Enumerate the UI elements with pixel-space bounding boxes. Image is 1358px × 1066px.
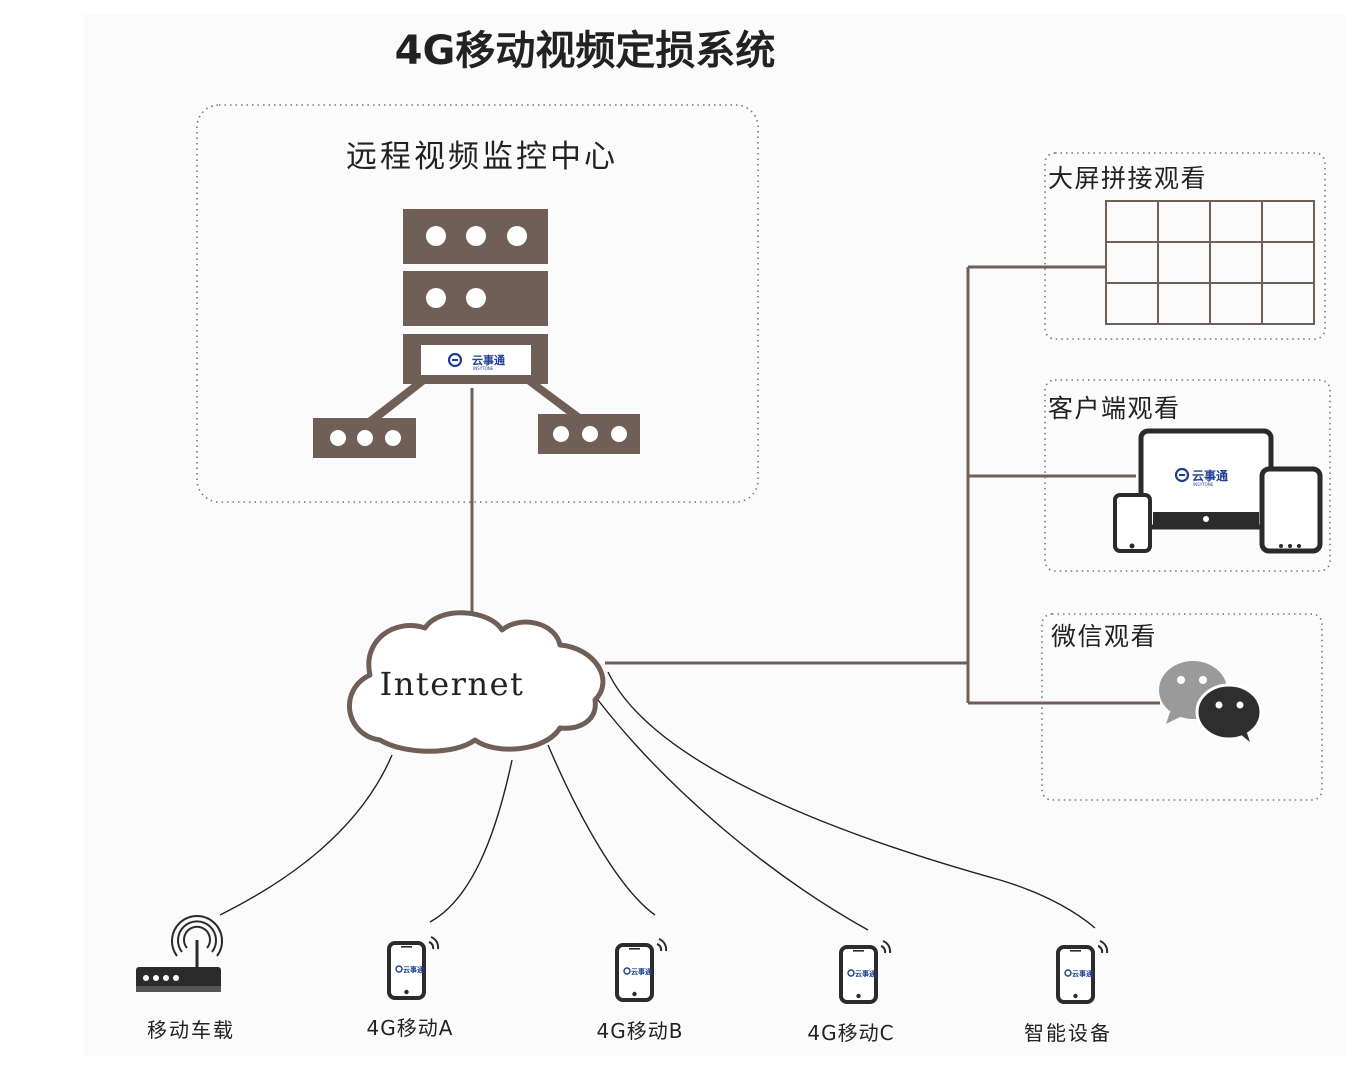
device-label-4g-c: 4G移动C bbox=[807, 1021, 894, 1045]
phone-logo-text: 云事通 bbox=[631, 967, 653, 976]
router-icon bbox=[136, 915, 223, 992]
multi-device-icon: 云事通 INSYTONE bbox=[1113, 428, 1323, 554]
phone-logo-text: 云事通 bbox=[855, 969, 877, 978]
server-logo-text: 云事通 bbox=[472, 353, 505, 367]
phone-logo-text: 云事通 bbox=[403, 965, 425, 974]
server-icon: 云事通 INSYTONE bbox=[313, 209, 640, 458]
client-view-label: 客户端观看 bbox=[1048, 394, 1181, 423]
internet-label: Internet bbox=[380, 665, 525, 703]
phone-logo-text: 云事通 bbox=[1072, 969, 1094, 978]
diagram-title: 4G移动视频定损系统 bbox=[395, 28, 776, 74]
client-view-box bbox=[1044, 379, 1331, 572]
device-label-4g-a: 4G移动A bbox=[367, 1016, 454, 1040]
video-wall-box bbox=[1044, 152, 1326, 340]
output-bus-lines bbox=[605, 265, 1160, 705]
video-wall-icon bbox=[1105, 200, 1315, 325]
phone-icon: 云事通 bbox=[1056, 940, 1109, 1004]
monitoring-center-box bbox=[196, 104, 759, 503]
phone-devices: 云事通 云事通 云事通 云事通 bbox=[387, 936, 1109, 1004]
phone-icon: 云事通 bbox=[839, 940, 892, 1004]
wechat-view-box bbox=[1041, 613, 1323, 801]
wechat-view-label: 微信观看 bbox=[1051, 622, 1157, 651]
wechat-icon bbox=[1159, 661, 1263, 742]
monitoring-center-label: 远程视频监控中心 bbox=[346, 139, 618, 175]
device-label-vehicle: 移动车载 bbox=[147, 1018, 235, 1042]
device-label-4g-b: 4G移动B bbox=[597, 1019, 684, 1043]
phone-icon: 云事通 bbox=[615, 938, 668, 1002]
device-label-smart: 智能设备 bbox=[1024, 1021, 1112, 1045]
phone-icon: 云事通 bbox=[387, 936, 440, 1000]
internet-cloud-icon bbox=[347, 610, 606, 754]
client-logo-sub: INSYTONE bbox=[1193, 482, 1214, 487]
client-logo-text: 云事通 bbox=[1192, 468, 1228, 483]
server-logo-sub: INSYTONE bbox=[473, 366, 494, 371]
device-connection-curves bbox=[219, 671, 1096, 931]
video-wall-label: 大屏拼接观看 bbox=[1048, 164, 1207, 193]
